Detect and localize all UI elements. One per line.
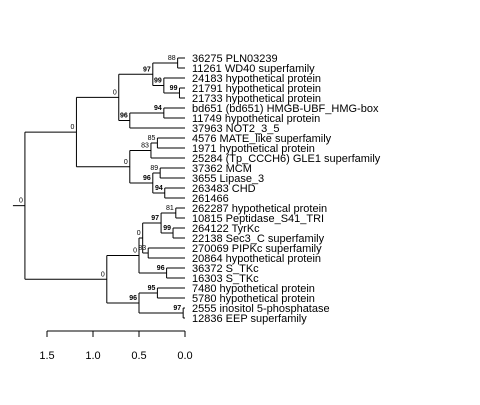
leaf-label: 11749 hypothetical protein (192, 113, 320, 125)
leaf-label: 37963 NOT2_3_5 (192, 123, 279, 135)
bootstrap-value: 0 (101, 271, 105, 278)
bootstrap-value: 0 (137, 230, 141, 237)
leaf-label: 7480 hypothetical protein (192, 283, 315, 295)
bootstrap-value: 97 (143, 66, 151, 73)
axis-tick-label: 1.5 (39, 350, 54, 362)
bootstrap-value: 97 (173, 305, 181, 312)
leaf-label: 263483 CHD (192, 183, 256, 195)
bootstrap-value: 0 (113, 89, 117, 96)
bootstrap-value: 99 (163, 225, 171, 232)
leaf-label: 2555 inositol 5-phosphatase (192, 303, 330, 315)
leaf-label: 21791 hypothetical protein (192, 83, 321, 95)
leaf-label: 20864 hypothetical protein (192, 253, 321, 265)
bootstrap-value: 83 (138, 245, 146, 252)
scale-axis: 1.5 1.0 0.5 0.0 (39, 350, 192, 362)
leaf-label: 4576 MATE_like superfamily (192, 133, 332, 145)
bootstrap-value: 85 (148, 135, 156, 142)
bootstrap-value: 96 (143, 175, 151, 182)
leaf-label: 16303 S_TKc (192, 273, 259, 285)
leaf-label: 36275 PLN03239 (192, 53, 278, 65)
bootstrap-value: 0 (71, 124, 75, 131)
leaf-label: 261466 (192, 193, 229, 205)
bootstrap-value: 83 (141, 143, 149, 150)
bootstrap-value: 96 (129, 295, 137, 302)
bootstrap-values: 8899999794960858389949600819997830960959… (19, 55, 181, 312)
bootstrap-value: 99 (170, 85, 178, 92)
bootstrap-value: 0 (124, 159, 128, 166)
leaf-label: 262287 hypothetical protein (192, 203, 327, 215)
leaf-label: bd651 (bd651) HMGB-UBF_HMG-box (192, 103, 379, 115)
bootstrap-value: 0 (133, 248, 137, 255)
bootstrap-value: 88 (168, 55, 176, 62)
leaf-label: 12836 EEP superfamily (192, 313, 307, 325)
axis-tick-label: 0.0 (177, 350, 192, 362)
leaf-label: 1971 hypothetical protein (192, 143, 315, 155)
leaf-label: 11261 WD40 superfamily (192, 63, 315, 75)
bootstrap-value: 96 (120, 113, 128, 120)
leaf-label: 25284 (Tp_CCCH6) GLE1 superfamily (192, 153, 381, 165)
axis-tick-label: 1.0 (85, 350, 100, 362)
leaf-label: 264122 TyrKc (192, 223, 260, 235)
bootstrap-value: 99 (154, 78, 162, 85)
leaf-label: 10815 Peptidase_S41_TRI (192, 213, 324, 225)
leaf-label: 22138 Sec3_C superfamily (192, 233, 325, 245)
bootstrap-value: 97 (151, 215, 159, 222)
axis-tick-label: 0.5 (131, 350, 146, 362)
bootstrap-value: 0 (19, 198, 23, 205)
bootstrap-value: 94 (154, 105, 162, 112)
bootstrap-value: 81 (166, 205, 174, 212)
leaf-label: 37362 MCM (192, 163, 252, 175)
tree-branches (12, 57, 186, 337)
leaf-label: 36372 S_TKc (192, 263, 259, 275)
leaf-label: 24183 hypothetical protein (192, 73, 321, 85)
leaf-label: 3655 Lipase_3 (192, 173, 264, 185)
bootstrap-value: 94 (155, 185, 163, 192)
bootstrap-value: 89 (150, 165, 158, 172)
leaf-label: 21733 hypothetical protein (192, 93, 321, 105)
bootstrap-value: 96 (157, 265, 165, 272)
bootstrap-value: 95 (148, 285, 156, 292)
leaf-label: 270069 PIPKc superfamily (192, 243, 322, 255)
leaf-label: 5780 hypothetical protein (192, 293, 315, 305)
